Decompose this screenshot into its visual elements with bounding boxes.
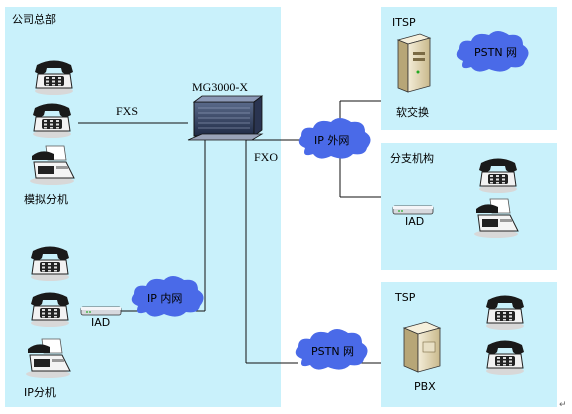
gateway-icon [187, 95, 264, 141]
phone-icon [34, 60, 74, 96]
phone-icon [485, 340, 525, 376]
analog-extension-label: 模拟分机 [24, 193, 68, 206]
pbx-icon [402, 321, 442, 373]
phone-icon [478, 158, 518, 194]
fax-icon [25, 338, 71, 379]
itsp-title: ITSP [392, 16, 416, 29]
pstn-bottom-cloud-label: PSTN 网 [311, 345, 355, 358]
fxs-label: FXS [116, 104, 139, 118]
branch-iad-label: IAD [405, 215, 425, 228]
gateway-label: MG3000-X [192, 80, 248, 94]
ip-internal-cloud-label: IP 内网 [147, 292, 183, 305]
phone-icon [32, 103, 72, 139]
hq-title: 公司总部 [12, 13, 56, 26]
pstn-itsp-cloud-label: PSTN 网 [474, 46, 518, 59]
hq-iad-label: IAD [91, 316, 111, 329]
phone-icon [30, 246, 70, 282]
softswitch-label: 软交换 [396, 106, 429, 119]
fax-icon [29, 145, 75, 186]
phone-icon [30, 292, 70, 328]
iad-device-icon [80, 306, 122, 316]
ip-extension-label: IP分机 [24, 386, 56, 399]
server-icon [396, 33, 432, 93]
pbx-label: PBX [414, 380, 436, 393]
tsp-title: TSP [395, 291, 416, 304]
corner-mark: ↵ [559, 400, 567, 410]
fxo-label: FXO [254, 150, 279, 164]
branch-title: 分支机构 [390, 152, 434, 165]
fax-icon [473, 198, 519, 239]
ip-external-cloud-label: IP 外网 [314, 134, 350, 147]
iad-device-icon [392, 205, 434, 215]
phone-icon [485, 295, 525, 331]
